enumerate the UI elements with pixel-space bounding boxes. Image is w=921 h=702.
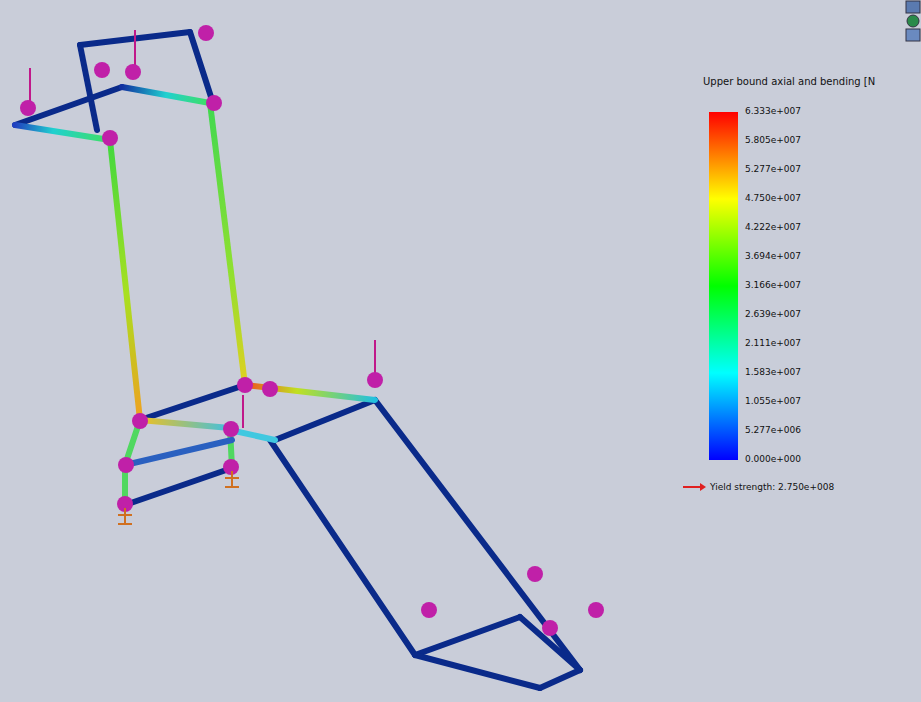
scale-value: 5.805e+007 — [745, 135, 801, 146]
scale-value: 0.000e+000 — [745, 454, 801, 465]
scale-value: 2.639e+007 — [745, 309, 801, 320]
scale-value: 3.694e+007 — [745, 251, 801, 262]
yield-strength: Yield strength: 2.750e+008 — [710, 482, 834, 493]
scale-value: 5.277e+007 — [745, 164, 801, 175]
colorbar-title: Upper bound axial and bending [N — [703, 76, 875, 87]
scale-value: 3.166e+007 — [745, 280, 801, 291]
scale-value: 6.333e+007 — [745, 106, 801, 117]
scale-value: 4.222e+007 — [745, 222, 801, 233]
scale-value: 4.750e+007 — [745, 193, 801, 204]
scale-value: 1.583e+007 — [745, 367, 801, 378]
scale-value: 5.277e+006 — [745, 425, 801, 436]
scale-value: 2.111e+007 — [745, 338, 801, 349]
scale-value: 1.055e+007 — [745, 396, 801, 407]
